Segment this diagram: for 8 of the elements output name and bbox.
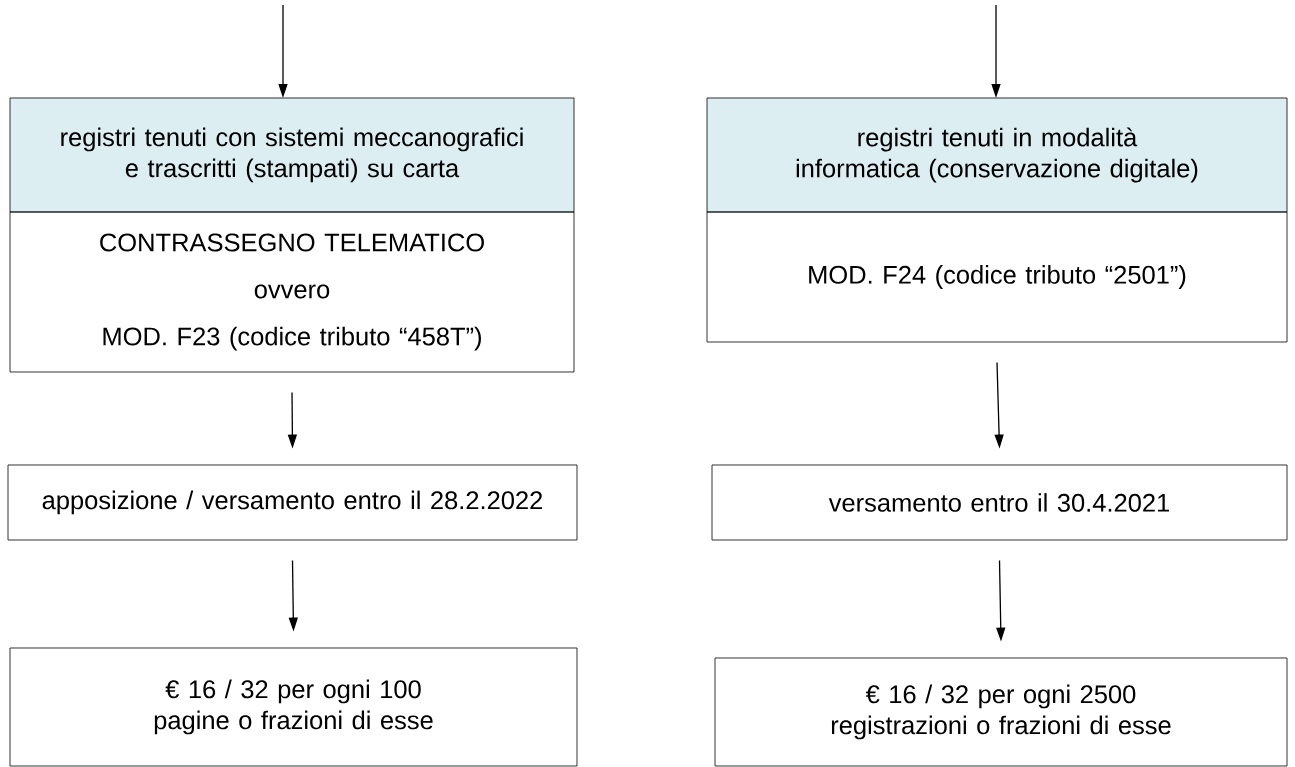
deadline-box: versamento entro il 30.4.2021 — [711, 464, 1288, 541]
header-box: registri tenuti in modalità informatica (conservazione digitale) — [706, 97, 1288, 213]
header-box: registri tenuti con sistemi meccanografici e trascritti (stampati) su carta — [9, 97, 575, 213]
deadline-box: apposizione / versamento entro il 28.2.2022 — [7, 464, 578, 541]
payment-box: CONTRASSEGNO TELEMATICO ovvero MOD. F23 (codice tributo “458T”) — [9, 211, 575, 373]
amount-box: € 16 / 32 per ogni 2500 registrazioni o frazioni di esse — [714, 657, 1288, 767]
payment-box: MOD. F24 (codice tributo “2501”) — [706, 211, 1288, 343]
amount-box: € 16 / 32 per ogni 100 pagine o frazioni di esse — [9, 647, 578, 767]
